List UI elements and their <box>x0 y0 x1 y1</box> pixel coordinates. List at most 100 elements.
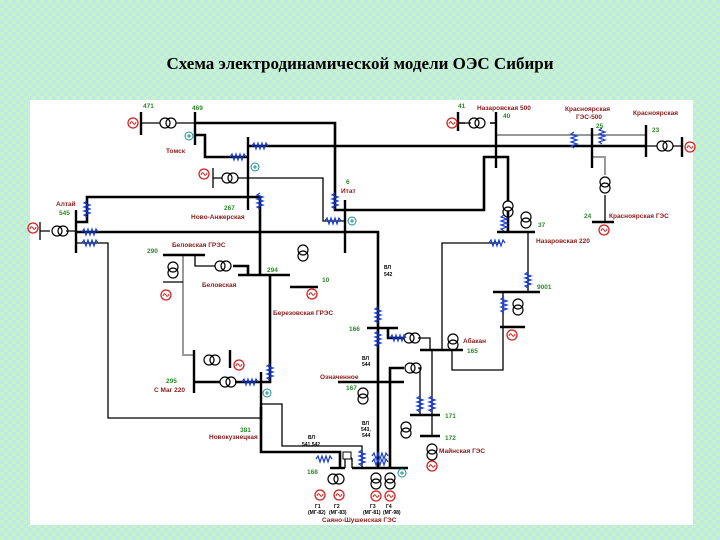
sync-compensator-icon <box>262 388 272 398</box>
generator-icon <box>314 489 326 501</box>
label-vl541-num: 541,542 <box>302 442 320 448</box>
sync-compensator-icon <box>397 468 407 478</box>
label-g2: Г2 <box>334 504 340 510</box>
label-tomsk: Томск <box>166 148 186 155</box>
generator-icon <box>306 288 318 300</box>
label-g1-model: (МГ-82) <box>308 510 326 516</box>
label-novokuznetskaya: Новокузнецкая <box>209 434 258 441</box>
generator-icon <box>198 168 210 180</box>
generator-labels: Г1 (МГ-82) Г2 (МГ-83) Г3 (МГ-81) Г4 (МГ-… <box>308 504 401 516</box>
label-g3: Г3 <box>370 504 376 510</box>
line-itat-nazarovo <box>345 155 496 212</box>
node-172: 172 <box>445 435 456 442</box>
node-545: 545 <box>59 210 70 217</box>
transformer-icon <box>403 332 421 344</box>
generator-icon <box>27 222 39 234</box>
line-belovo-gres-belovo <box>194 255 215 267</box>
line-tomsk-novoanzh <box>195 133 248 159</box>
line-krasges-tr <box>592 156 606 175</box>
label-vl544: ВЛ <box>362 356 369 362</box>
label-krasnoyarskaya-ges: Красноярская ГЭС <box>609 213 669 220</box>
line-altai-vl542 <box>76 230 380 468</box>
label-itat: Итат <box>341 188 356 195</box>
transformer-icon <box>203 354 221 366</box>
node-25: 25 <box>596 123 604 130</box>
node-167: 167 <box>346 385 357 392</box>
generator-icon <box>233 359 245 371</box>
node-9001: 9001 <box>537 284 552 291</box>
node-471: 471 <box>143 103 154 110</box>
generator-icon <box>684 141 696 153</box>
node-168: 168 <box>307 469 318 476</box>
breaker-icon <box>342 451 352 460</box>
label-g4: Г4 <box>386 504 392 510</box>
transformer-icon <box>512 298 524 316</box>
node-41: 41 <box>458 103 466 110</box>
generator-icon <box>384 490 396 502</box>
generator-icon <box>506 329 518 341</box>
line-nazarovo220-abakan <box>441 242 500 350</box>
node-37: 37 <box>538 222 546 229</box>
transformer-icon <box>447 333 459 351</box>
node-381: 381 <box>240 427 251 434</box>
label-krasnoyarskaya-ges500-line2: ГЭС-500 <box>576 114 602 121</box>
generator-icon <box>426 460 438 472</box>
compensators <box>184 131 407 478</box>
label-altai: Алтай <box>56 200 76 208</box>
label-belovskaya-gres: Беловская ГРЭС <box>172 242 226 249</box>
transformer-icon <box>219 376 237 388</box>
label-mainskaya-ges: Майнская ГЭС <box>439 447 485 455</box>
generator-icon <box>370 490 382 502</box>
node-294: 294 <box>267 267 278 274</box>
label-sayano-shushenskaya-ges: Саяно-Шушенская ГЭС <box>322 517 397 524</box>
line-9001-abakan <box>451 292 504 371</box>
line-oznach-171 <box>418 367 421 415</box>
label-belovskaya: Беловская <box>202 282 237 289</box>
sync-compensator-icon <box>250 162 260 172</box>
label-g3-model: (МГ-81) <box>363 510 381 516</box>
reactor-icon <box>500 214 508 232</box>
label-novo-anzherskaya: Ново-Анжерская <box>191 214 245 221</box>
station-names: Томск Итат Алтай Ново-Анжерская Беловска… <box>56 105 678 524</box>
label-nazarovskaya-220: Назаровская 220 <box>536 238 590 245</box>
label-s-mag-220: С Маг 220 <box>154 387 185 394</box>
label-berezovskaya-gres: Березовская ГРЭС <box>273 310 333 317</box>
node-171: 171 <box>445 413 456 420</box>
line-labels: ВЛ 542 ВЛ 544 ВЛ 543, 544 ВЛ 541,542 <box>302 265 393 448</box>
node-469: 469 <box>192 105 203 112</box>
transformer-icon <box>656 140 674 152</box>
node-40: 40 <box>503 113 511 120</box>
node-10: 10 <box>322 277 330 284</box>
line-oznach-sayano <box>388 366 404 468</box>
transformer-icon <box>221 172 239 184</box>
transformer-icon <box>370 472 382 490</box>
node-166: 166 <box>349 326 360 333</box>
line-altai-belovo <box>76 195 262 275</box>
line-belovo-novokuz <box>261 275 272 384</box>
generator-icon <box>333 489 345 501</box>
label-vl542: ВЛ <box>384 265 391 271</box>
node-24: 24 <box>584 213 592 220</box>
transformer-icon <box>327 473 345 485</box>
line-novoanzh-itat <box>248 177 345 222</box>
reactor-icon <box>315 455 333 463</box>
transformer-icon <box>468 117 486 129</box>
label-abakan: Абакан <box>463 337 486 345</box>
reactor-icon <box>500 296 508 314</box>
reactors <box>81 127 606 467</box>
generator-icon <box>446 117 458 129</box>
transformer-icon <box>357 387 369 405</box>
line-altai-novokuz <box>76 242 261 419</box>
transmission-lines <box>76 121 682 468</box>
generator-icon <box>160 289 172 301</box>
transformer-icon <box>599 176 611 194</box>
label-vl543-num2: 544 <box>362 433 371 439</box>
line-belovo-gres-belovo2 <box>233 264 250 275</box>
label-vl543: ВЛ <box>362 421 369 427</box>
generator-icon <box>598 224 610 236</box>
generator-icon <box>127 117 139 129</box>
node-numbers: 471 469 41 40 25 23 6 267 545 290 294 10… <box>59 103 660 476</box>
node-165: 165 <box>467 348 478 355</box>
label-vl543-num: 543, <box>361 427 371 433</box>
